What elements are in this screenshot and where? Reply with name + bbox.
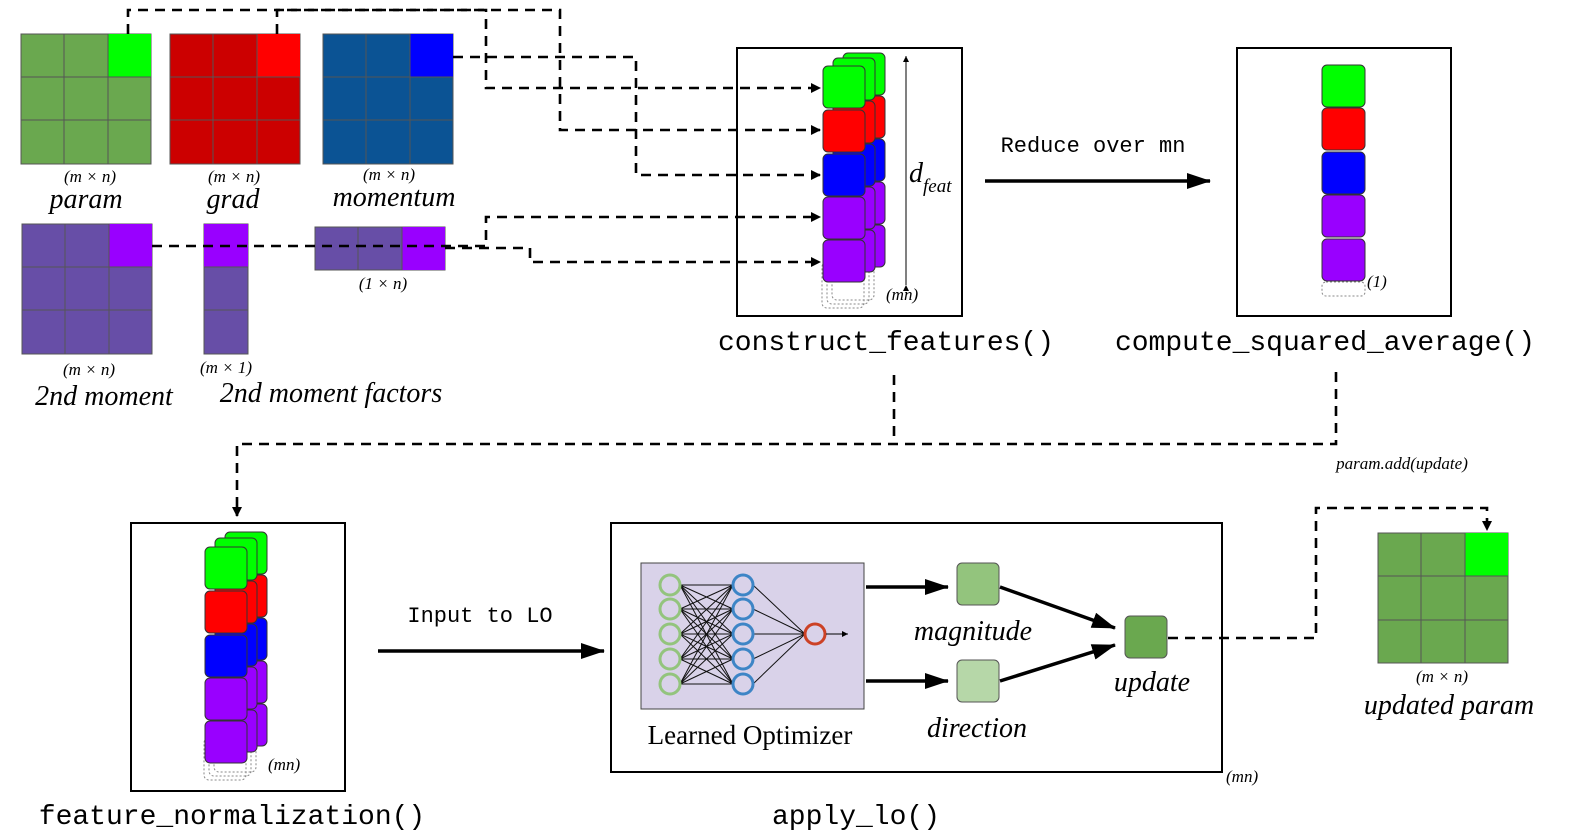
- network-edge: [752, 633, 806, 685]
- feature-column-squared: [1321, 64, 1366, 297]
- param-dim: (m × n): [64, 167, 116, 186]
- construct-mn: (mn): [886, 285, 918, 304]
- grad-matrix: [169, 33, 301, 165]
- network-edge: [679, 608, 734, 685]
- network-edge: [679, 584, 734, 610]
- hidden-node: [731, 622, 755, 646]
- second-moment-label: 2nd moment: [35, 381, 174, 412]
- d-feat-label: dfeat: [909, 158, 952, 197]
- grad-label: grad: [207, 184, 261, 215]
- input-node: [658, 647, 682, 671]
- factors-label: 2nd moment factors: [220, 378, 443, 409]
- update-to-param-connector: [1168, 506, 1492, 640]
- d-label: d: [909, 158, 924, 189]
- updated-param-label: updated param: [1364, 690, 1534, 721]
- direction-label: direction: [927, 713, 1027, 744]
- feat-subscript: feat: [923, 176, 952, 197]
- input-connectors: [126, 8, 821, 267]
- update-cell: [1124, 615, 1168, 659]
- param-matrix: [20, 33, 152, 165]
- input-lo-label: Input to LO: [407, 604, 552, 629]
- feature-normalization-func: feature_normalization(): [39, 802, 425, 833]
- momentum-matrix: [322, 33, 454, 165]
- second-moment-dim: (m × n): [63, 360, 115, 379]
- network-edge: [752, 633, 806, 660]
- feature-stack-construct: [821, 52, 886, 309]
- reduce-label: Reduce over mn: [1001, 134, 1186, 159]
- network-edges: [679, 584, 806, 685]
- network-edge: [679, 658, 734, 685]
- updated-param-matrix: [1377, 532, 1509, 664]
- updated-param-dim: (m × n): [1416, 667, 1468, 686]
- construct-features-func: construct_features(): [718, 328, 1054, 359]
- direction-cell: [956, 659, 1000, 703]
- squared-average-func: compute_squared_average(): [1115, 328, 1535, 359]
- apply-lo-func: apply_lo(): [772, 802, 940, 833]
- feature-stack-normalization: [203, 531, 268, 781]
- param-label: param: [47, 184, 122, 215]
- factor-column-vector: [203, 223, 249, 355]
- hidden-node: [731, 573, 755, 597]
- hidden-node: [731, 597, 755, 621]
- normalization-connectors: [232, 372, 1338, 517]
- momentum-label: momentum: [333, 182, 456, 213]
- grad-dim: (m × n): [208, 167, 260, 186]
- factor-row-dim: (1 × n): [359, 274, 408, 293]
- learned-optimizer-label: Learned Optimizer: [648, 720, 853, 750]
- factor-row-vector: [314, 226, 446, 271]
- network-edge: [679, 584, 734, 685]
- input-node: [658, 672, 682, 696]
- construct-features-box: [736, 47, 963, 317]
- momentum-dim: (m × n): [363, 165, 415, 184]
- network-edge: [679, 633, 734, 685]
- input-node: [658, 573, 682, 597]
- second-moment-matrix: [21, 223, 153, 355]
- hidden-node: [731, 672, 755, 696]
- squared-average-box: [1236, 47, 1452, 317]
- input-node: [658, 597, 682, 621]
- network-edge: [679, 584, 734, 635]
- feature-normalization-box: [130, 522, 346, 792]
- output-node: [803, 622, 827, 646]
- magnitude-cell: [956, 562, 1000, 606]
- apply-lo-box: [610, 522, 1223, 773]
- network-nodes: [658, 573, 827, 696]
- update-label: update: [1114, 667, 1190, 698]
- factor-col-dim: (m × 1): [200, 358, 252, 377]
- squared-one: (1): [1367, 272, 1387, 291]
- magnitude-to-update-arrow: [999, 585, 1116, 630]
- normalization-mn: (mn): [268, 755, 300, 774]
- direction-to-update-arrow: [999, 643, 1116, 683]
- apply-lo-mn: (mn): [1226, 767, 1258, 786]
- hidden-node: [731, 647, 755, 671]
- network-edge: [752, 584, 806, 635]
- network-edge: [679, 584, 734, 660]
- input-node: [658, 622, 682, 646]
- param-add-label: param.add(update): [1335, 454, 1468, 473]
- magnitude-label: magnitude: [914, 616, 1032, 647]
- network-edge: [752, 608, 806, 635]
